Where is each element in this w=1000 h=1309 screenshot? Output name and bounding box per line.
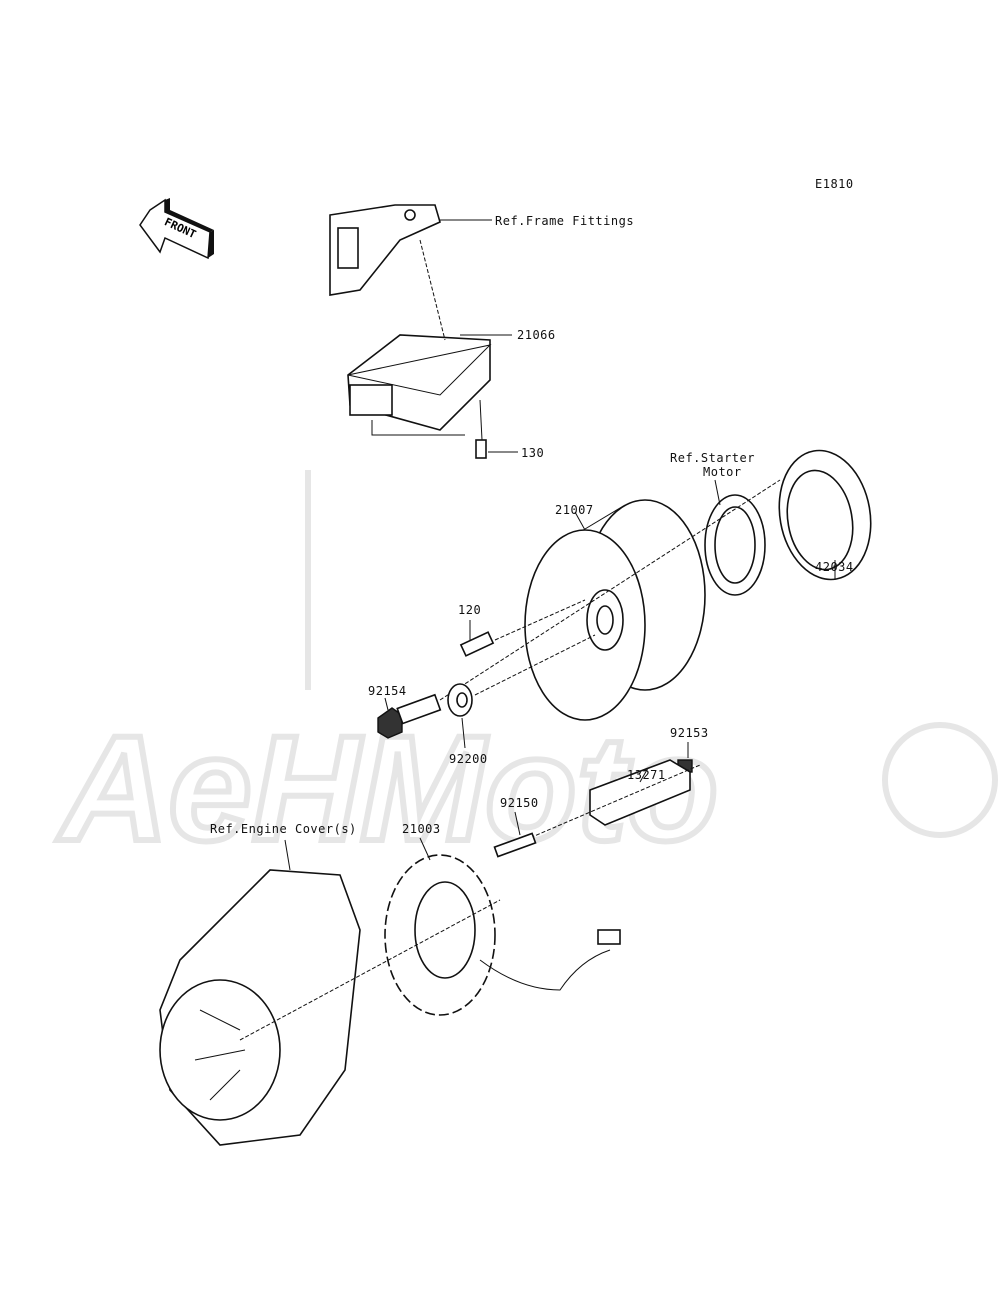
holder-13271 <box>524 759 701 841</box>
label-92154: 92154 <box>368 684 407 698</box>
bolt-130 <box>475 399 518 459</box>
gear-42034 <box>439 449 872 701</box>
label-120: 120 <box>458 603 482 617</box>
label-92150: 92150 <box>500 796 539 810</box>
label-130: 130 <box>521 446 545 460</box>
washer-92200 <box>447 634 596 749</box>
label-starter-motor-1: Ref.Starter <box>670 451 755 465</box>
diagram-code: E1810 <box>815 177 854 191</box>
label-21066: 21066 <box>517 328 556 342</box>
label-frame-fittings: Ref.Frame Fittings <box>495 214 635 228</box>
front-arrow-icon: FRONT <box>139 198 214 260</box>
stator-21003 <box>384 837 621 1016</box>
bolt-92154 <box>377 693 442 739</box>
label-13271: 13271 <box>627 768 666 782</box>
bolt-92150 <box>493 811 537 858</box>
label-21003: 21003 <box>402 822 441 836</box>
label-92153: 92153 <box>670 726 709 740</box>
rotor-21007 <box>524 499 706 721</box>
bolt-120 <box>459 599 586 657</box>
starter-clutch <box>704 479 766 596</box>
label-92200: 92200 <box>449 752 488 766</box>
engine-cover <box>159 839 501 1146</box>
label-starter-motor-2: Motor <box>703 465 742 479</box>
frame-bracket <box>329 204 492 296</box>
label-21007: 21007 <box>555 503 594 517</box>
regulator <box>347 239 512 436</box>
label-42034: 42034 <box>815 560 854 574</box>
label-engine-cover: Ref.Engine Cover(s) <box>210 822 357 836</box>
